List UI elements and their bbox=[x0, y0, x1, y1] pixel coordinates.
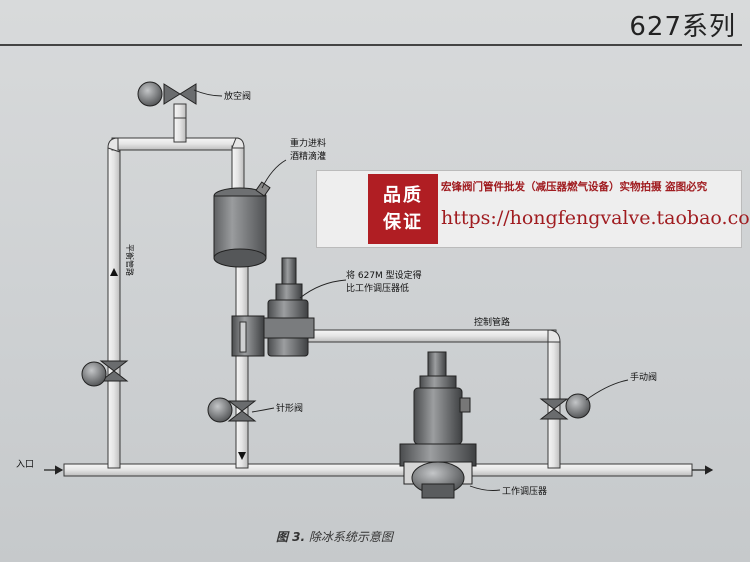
series-title: 627系列 bbox=[629, 12, 736, 42]
main-inlet-pipe bbox=[63, 463, 693, 477]
tank-drain-pipe bbox=[235, 259, 249, 469]
alcohol-tank bbox=[213, 181, 271, 268]
working-regulator-label: 工作调压器 bbox=[502, 485, 547, 497]
gravity-feed-label-2: 酒精滴灌 bbox=[290, 150, 326, 162]
vent-valve-label: 放空阀 bbox=[224, 90, 251, 102]
balance-line-label: 平衡管路 bbox=[125, 244, 135, 276]
watermark-banner: 品质 保证 宏锋阀门管件批发（减压器燃气设备）实物拍摄 盗图必究 https:/… bbox=[316, 170, 750, 248]
figure-number: 图 3. bbox=[276, 530, 306, 544]
title-rule bbox=[0, 44, 742, 46]
inlet-label: 入口 bbox=[16, 459, 34, 470]
tank-feed-pipe bbox=[231, 145, 245, 193]
quality-badge-line1: 品质 bbox=[383, 185, 423, 206]
control-line-pipe bbox=[299, 329, 557, 343]
figure-title: 除冰系统示意图 bbox=[308, 530, 393, 544]
vent-valve bbox=[137, 81, 197, 119]
gravity-feed-label-1: 重力进料 bbox=[290, 137, 326, 149]
manual-valve-label: 手动阀 bbox=[630, 371, 657, 383]
manual-valve bbox=[539, 393, 591, 420]
needle-valve-label: 针形阀 bbox=[276, 402, 303, 414]
control-line-label: 控制管路 bbox=[474, 316, 510, 328]
quality-badge-line2: 保证 bbox=[383, 212, 423, 233]
needle-valve bbox=[207, 397, 257, 423]
pilot-regulator-627m bbox=[231, 257, 315, 357]
balance-line-valve bbox=[81, 360, 129, 387]
leader-lines bbox=[193, 89, 629, 491]
working-regulator bbox=[399, 351, 477, 499]
figure-caption: 图 3. 除冰系统示意图 bbox=[276, 528, 393, 545]
setting-note-label-1: 将 627M 型设定得 bbox=[346, 269, 422, 281]
vent-branch-pipe bbox=[173, 115, 187, 143]
watermark-headline: 宏锋阀门管件批发（减压器燃气设备）实物拍摄 盗图必究 bbox=[441, 181, 708, 193]
setting-note-label-2: 比工作调压器低 bbox=[346, 282, 409, 294]
balance-line-pipe bbox=[107, 147, 121, 469]
quality-badge: 品质 保证 bbox=[368, 174, 438, 244]
watermark-url: https://hongfengvalve.taobao.com bbox=[441, 207, 750, 229]
